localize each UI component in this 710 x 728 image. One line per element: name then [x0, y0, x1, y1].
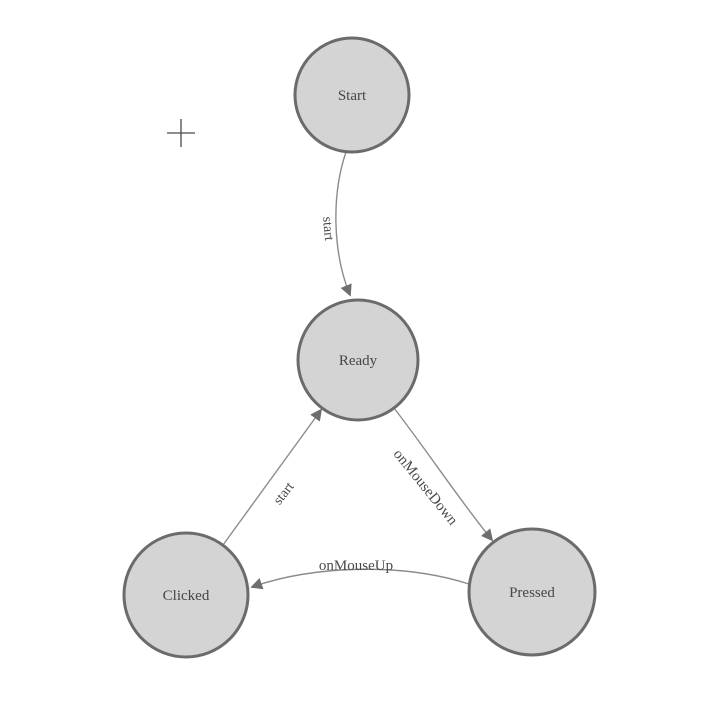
node-clicked-circle[interactable] [122, 531, 250, 659]
edge-label-onmousedown: onMouseDown [390, 447, 461, 529]
node-pressed[interactable]: Pressed [467, 527, 597, 657]
node-ready-circle[interactable] [296, 298, 420, 422]
edge-label-start-clicked-ready: start [271, 480, 298, 508]
node-start[interactable]: Start [293, 36, 411, 154]
edge-pressed-to-clicked[interactable] [250, 568, 470, 590]
node-pressed-label: Pressed [509, 585, 555, 601]
plus-crosshair-icon [167, 119, 195, 147]
node-pressed-circle[interactable] [467, 527, 597, 657]
edge-ready-to-pressed[interactable] [393, 407, 494, 542]
edge-label-onmouseup: onMouseUp [319, 558, 393, 574]
node-clicked-label: Clicked [163, 588, 210, 604]
node-start-label: Start [338, 88, 367, 104]
edge-clicked-to-ready[interactable] [222, 408, 323, 546]
edge-label-start-ready: start [319, 216, 336, 241]
nodes-layer: Start Ready Clicked Pressed [122, 36, 597, 659]
node-start-circle[interactable] [293, 36, 411, 154]
node-ready[interactable]: Ready [296, 298, 420, 422]
node-clicked[interactable]: Clicked [122, 531, 250, 659]
edge-start-to-ready[interactable] [335, 151, 352, 297]
node-ready-label: Ready [339, 353, 378, 369]
